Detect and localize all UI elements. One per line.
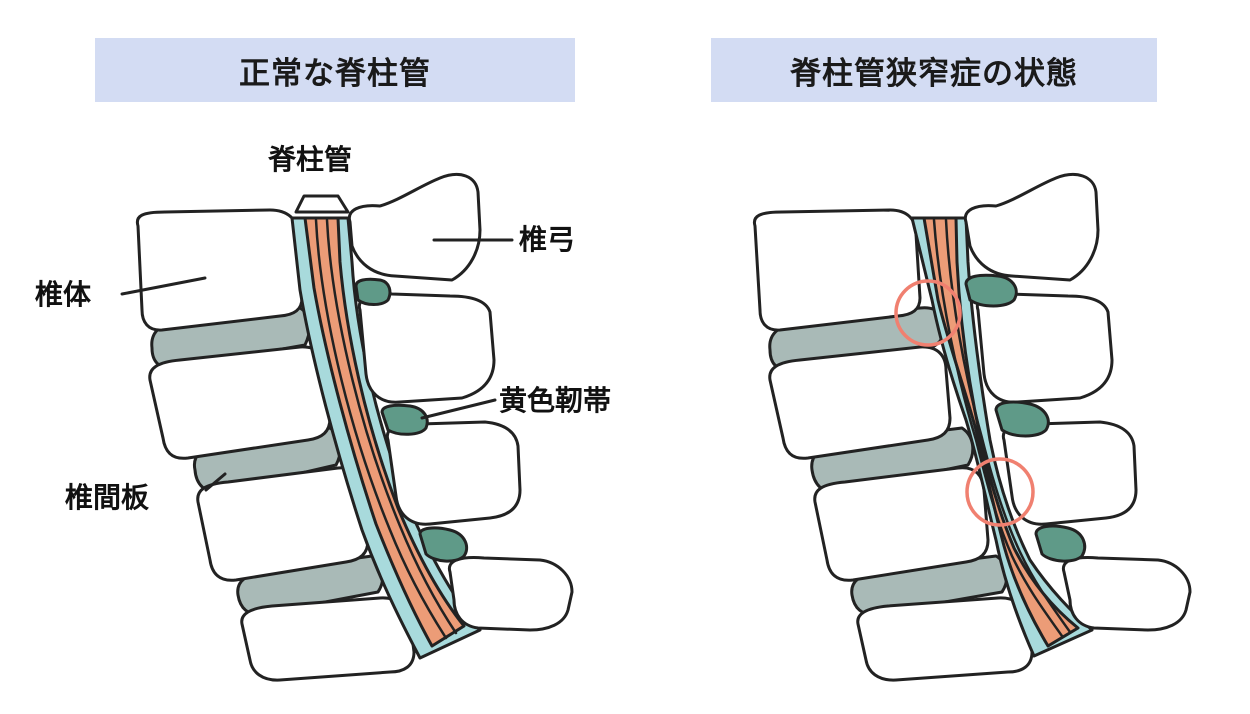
leader-line-intervertebral-disc	[204, 472, 227, 492]
ligamentum-flavum-1	[354, 277, 392, 306]
ligamentum-flavum-2	[380, 403, 429, 436]
lamina-3	[385, 420, 522, 526]
stenosis-vertebral-body-4	[856, 596, 1034, 682]
stenosis-lamina-2	[975, 292, 1114, 404]
stenosis-nerve-fiber-a	[932, 218, 1064, 638]
stenosis-vertebral-body-2	[768, 345, 952, 460]
header-normal-text: 正常な脊柱管	[239, 55, 431, 92]
compression-highlight-1	[894, 279, 962, 347]
canal-bracket	[294, 194, 350, 214]
label-vertebral-body: 椎体	[35, 278, 92, 311]
label-spinal-canal: 脊柱管	[268, 143, 353, 176]
normal-spine	[120, 173, 574, 682]
label-ligamentum-flavum: 黄色靭帯	[499, 384, 612, 417]
stenosis-nerve-fiber-b	[944, 218, 1072, 634]
lamina-2	[357, 292, 496, 404]
label-lamina: 椎弓	[519, 223, 576, 256]
leader-line-vertebral-body	[120, 276, 207, 296]
spinal-cord	[303, 216, 466, 648]
stenosis-ligamentum-flavum-1	[964, 273, 1018, 308]
lamina-4	[447, 556, 574, 632]
stenosis-lamina-1	[963, 173, 1100, 282]
compression-highlight-2	[965, 457, 1035, 527]
nerve-fiber-a	[314, 218, 448, 640]
label-intervertebral-disc: 椎間板	[65, 481, 150, 514]
lamina-1	[347, 173, 482, 282]
header-normal-spinal-canal: 正常な脊柱管	[95, 38, 575, 102]
stenosis-vertebral-body-1	[752, 208, 922, 332]
vertebral-body-3	[196, 466, 370, 582]
header-stenosis-text: 脊柱管狭窄症の状態	[790, 55, 1078, 92]
stenosis-ligamentum-flavum-3	[1034, 524, 1087, 563]
header-stenosis-state: 脊柱管狭窄症の状態	[711, 38, 1157, 102]
nerve-fiber-b	[325, 218, 458, 635]
vertebral-body-1	[135, 208, 304, 332]
vertebral-body-2	[148, 345, 332, 460]
stenosis-ligamentum-flavum-2	[994, 400, 1050, 438]
stenosis-vertebral-body-3	[813, 466, 990, 582]
stenosis-lamina-4	[1061, 556, 1192, 632]
ligamentum-flavum-3	[418, 526, 469, 563]
vertebral-body-4	[240, 596, 416, 682]
leader-line-ligamentum-flavum	[420, 398, 497, 420]
stenosis-spine	[752, 173, 1192, 682]
